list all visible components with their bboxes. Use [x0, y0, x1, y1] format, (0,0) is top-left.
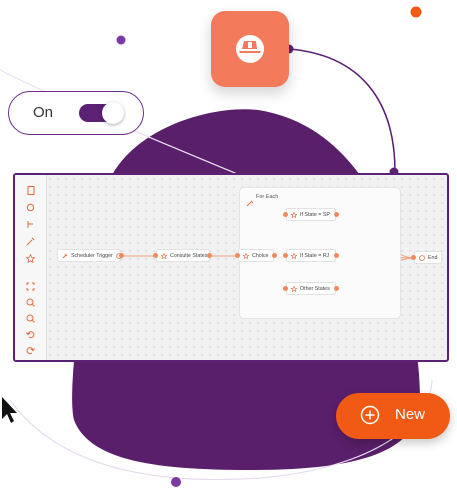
- star-icon: [291, 252, 297, 259]
- editor-toolbar: [15, 175, 47, 360]
- node-consulte-states[interactable]: Consulte States: [156, 249, 210, 262]
- node-port[interactable]: [334, 212, 339, 217]
- group-label: For Each: [256, 194, 279, 200]
- node-port[interactable]: [283, 212, 288, 217]
- on-off-switch[interactable]: [79, 102, 124, 124]
- node-label: Scheduler Trigger: [71, 252, 113, 259]
- zoom-out-icon[interactable]: [25, 313, 36, 324]
- node-label: Other States: [300, 285, 330, 292]
- node-port[interactable]: [334, 286, 339, 291]
- new-button[interactable]: New: [336, 393, 450, 439]
- node-port[interactable]: [411, 255, 416, 260]
- node-port[interactable]: [153, 253, 158, 258]
- app-logo-icon: [236, 35, 264, 63]
- node-if-state-rj[interactable]: If State = RJ: [286, 249, 336, 262]
- app-logo-tile: [211, 11, 289, 87]
- workflow-canvas[interactable]: For Each Scheduler Trigger Consulte Stat…: [46, 175, 447, 360]
- plus-circle-icon: [360, 405, 380, 425]
- node-if-state-sp[interactable]: If State = SP: [286, 208, 336, 221]
- new-button-label: New: [395, 406, 426, 423]
- star-icon: [243, 252, 249, 259]
- star-icon: [291, 211, 297, 218]
- branch-icon[interactable]: [25, 219, 36, 230]
- undo-icon[interactable]: [25, 329, 36, 340]
- node-label: If State = RJ: [300, 252, 330, 259]
- node-other-states[interactable]: Other States: [286, 282, 336, 295]
- settings-icon[interactable]: [25, 202, 36, 213]
- star-icon: [291, 285, 297, 292]
- zoom-in-icon[interactable]: [25, 297, 36, 308]
- redo-icon[interactable]: [25, 345, 36, 356]
- node-port[interactable]: [235, 253, 240, 258]
- document-icon[interactable]: [25, 185, 36, 196]
- status-toggle-card: On: [8, 91, 144, 135]
- workflow-editor: For Each Scheduler Trigger Consulte Stat…: [13, 173, 449, 362]
- magic-icon[interactable]: [25, 236, 36, 247]
- node-label: If State = SP: [300, 211, 330, 218]
- toggle-label: On: [33, 104, 54, 121]
- node-port[interactable]: [334, 253, 339, 258]
- star-icon[interactable]: [25, 253, 36, 264]
- fit-icon[interactable]: [25, 281, 36, 292]
- node-label: Consulte States: [170, 252, 208, 259]
- node-label: Choice: [252, 252, 269, 259]
- node-port[interactable]: [207, 253, 212, 258]
- stop-icon: [419, 254, 425, 261]
- trigger-icon: [62, 253, 68, 259]
- node-port[interactable]: [283, 253, 288, 258]
- node-port[interactable]: [272, 253, 277, 258]
- node-choice[interactable]: Choice: [238, 249, 274, 262]
- node-end[interactable]: End: [414, 251, 442, 264]
- loop-icon: [246, 194, 254, 212]
- star-icon: [161, 252, 167, 259]
- node-scheduler-trigger[interactable]: Scheduler Trigger: [57, 249, 122, 262]
- switch-knob[interactable]: [102, 102, 124, 124]
- node-port[interactable]: [119, 253, 124, 258]
- node-label: End: [428, 254, 438, 261]
- node-port[interactable]: [283, 286, 288, 291]
